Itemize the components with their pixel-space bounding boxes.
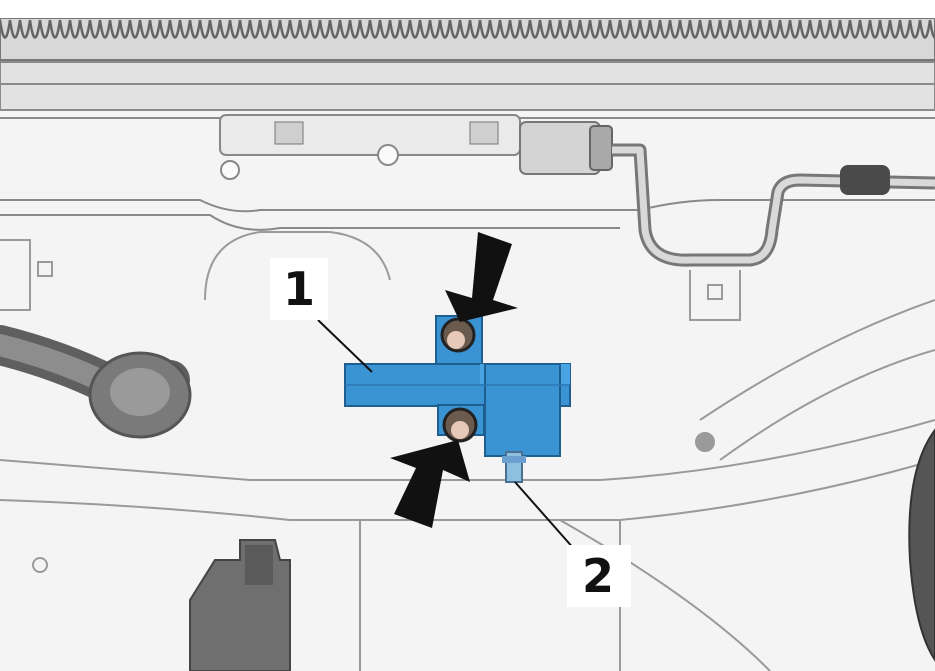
locating-pin (502, 451, 526, 483)
lower-nut-icon (442, 407, 478, 443)
fluid-line (612, 143, 935, 267)
lower-bracket (189, 539, 291, 671)
body-panel-outline (0, 231, 935, 671)
electrical-connector (219, 114, 613, 180)
coiled-seal (0, 0, 935, 61)
lower-arrow-icon (390, 440, 470, 528)
callout-1-leader (317, 319, 373, 373)
callout-2-number: 2 (582, 549, 614, 603)
upper-arrow-icon (445, 232, 518, 322)
right-edge-component (908, 428, 935, 662)
callout-2-leader (514, 481, 576, 551)
upper-nut-icon (440, 317, 476, 353)
left-hose (0, 325, 192, 439)
callout-1: 1 (270, 258, 328, 320)
callout-2: 2 (567, 545, 631, 607)
callout-1-number: 1 (283, 262, 315, 316)
